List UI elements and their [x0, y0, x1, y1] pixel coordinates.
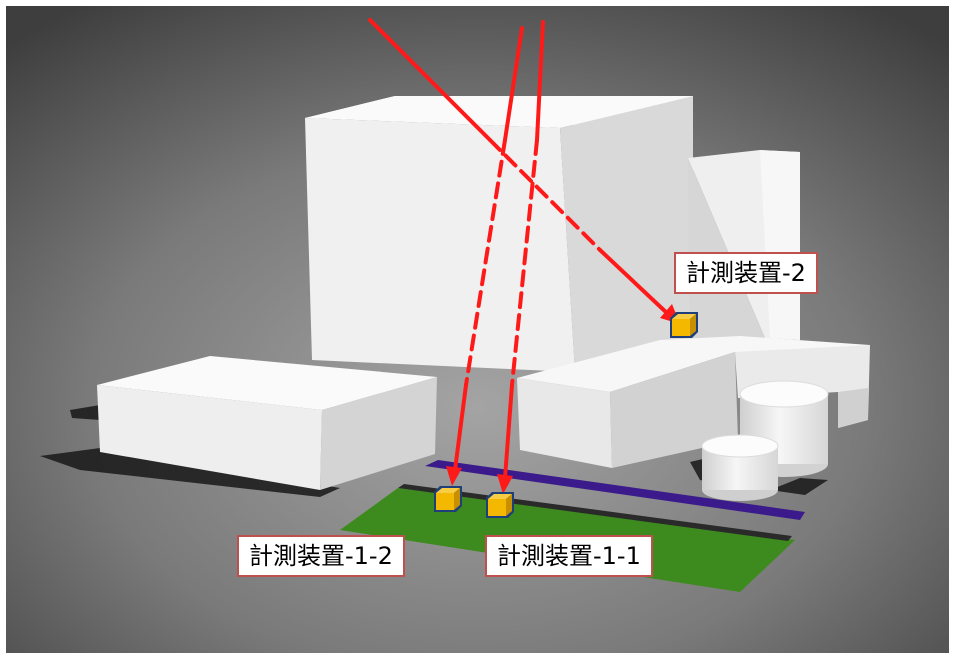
ray-to-device-2: [368, 18, 680, 324]
right-tower: [688, 150, 800, 352]
road-upper: [425, 460, 805, 520]
sensor-device-1-2: [434, 486, 462, 512]
small-cylinder: [701, 434, 779, 501]
sensor-device-1-1: [486, 492, 514, 518]
sensor-device-2: [670, 312, 698, 338]
callout-device-1-1: 計測装置-1-1: [485, 535, 653, 577]
tall-building: [305, 96, 693, 372]
callout-device-2: 計測装置-2: [674, 252, 818, 294]
ray-to-device-1-1: [497, 20, 545, 494]
callout-device-1-2: 計測装置-1-2: [237, 535, 405, 577]
left-low-building: [97, 356, 437, 490]
right-podium: [517, 336, 870, 468]
ray-to-device-1-2: [446, 26, 524, 486]
